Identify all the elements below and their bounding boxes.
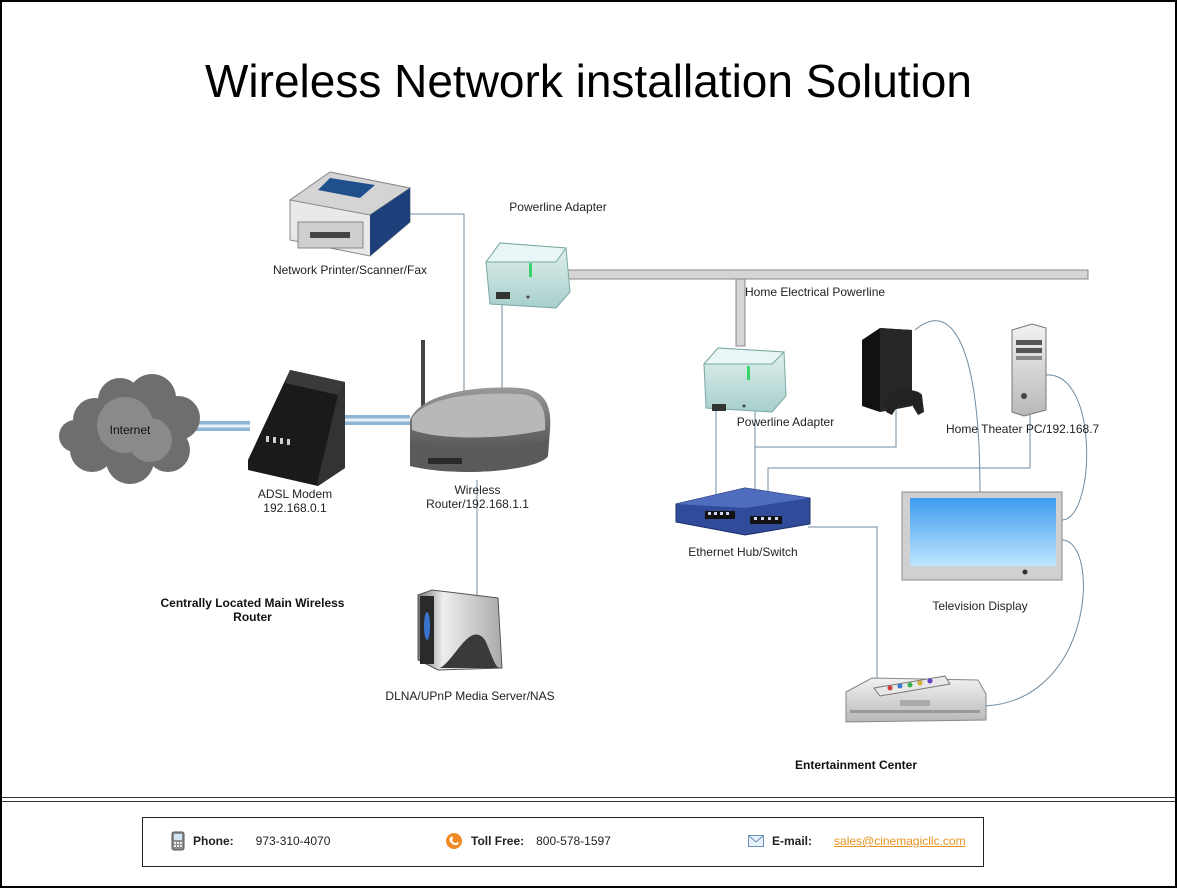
router-label: Wireless Router/192.168.1.1: [405, 483, 550, 511]
powerline: [559, 269, 1089, 347]
tollfree-value: 800-578-1597: [536, 834, 611, 848]
phone-label: Phone:: [193, 834, 234, 848]
phone-value: 973-310-4070: [255, 834, 331, 848]
modem-label-name: ADSL Modem: [257, 487, 333, 501]
powerline-adapter-mid-label: Powerline Adapter: [736, 415, 835, 429]
internet-label: Internet: [109, 423, 151, 437]
nas-server-icon: [417, 589, 503, 671]
diagram-title: Wireless Network installation Solution: [205, 55, 972, 107]
switch-label: Ethernet Hub/Switch: [688, 545, 798, 559]
entertainment-center-label: Entertainment Center: [794, 758, 918, 772]
htpc-label: Home Theater PC/192.168.7: [946, 422, 1100, 436]
wireless-router-icon: [410, 340, 551, 472]
printer-label: Network Printer/Scanner/Fax: [272, 263, 428, 277]
cables: [410, 213, 1088, 707]
footer-divider-secondary: [2, 801, 1175, 802]
htpc-switch-cable: [767, 415, 1031, 500]
telephone-icon: [446, 833, 462, 849]
switch-settop-cable: [808, 526, 878, 683]
central-router-note: Centrally Located Main Wireless Router: [140, 596, 365, 624]
ps3-switch-cable: [755, 405, 897, 448]
footer-divider: [2, 797, 1175, 798]
envelope-icon: [748, 835, 764, 847]
central-router-note-line2: Router: [233, 610, 272, 624]
central-router-note-line1: Centrally Located Main Wireless: [160, 596, 345, 610]
tv-label: Television Display: [932, 599, 1028, 613]
contact-box: Phone: 973-310-4070 Toll Free: 800-578-1…: [142, 817, 984, 867]
internet-cloud-icon: [59, 374, 200, 484]
modem-label-ip: 192.168.0.1: [263, 501, 327, 515]
powerline-adapter-top-icon: [485, 242, 571, 309]
htpc-tv-cable: [1044, 374, 1088, 521]
tollfree-item: Toll Free: 800-578-1597: [445, 831, 611, 851]
mobile-phone-icon: [171, 831, 185, 851]
network-diagram: [59, 171, 1089, 723]
remote-control-icon: [873, 675, 951, 697]
game-console-icon: [862, 328, 924, 415]
home-powerline-label: Home Electrical Powerline: [745, 285, 886, 299]
nas-label: DLNA/UPnP Media Server/NAS: [385, 689, 555, 703]
adsl-modem-icon: [248, 370, 345, 486]
wan-pipes: [195, 415, 410, 431]
ethernet-switch-icon: [675, 487, 811, 536]
printer-icon: [288, 171, 412, 257]
htpc-tower-icon: [1011, 323, 1047, 417]
tv-settop-cable: [984, 539, 1084, 707]
router-label-line2: Router/192.168.1.1: [426, 497, 529, 511]
phone-item: Phone: 973-310-4070: [171, 831, 330, 851]
ps3-tv-cable: [914, 320, 981, 493]
email-item: E-mail: sales@cinemagicllc.com: [748, 831, 966, 851]
powerline-adapter-top-label: Powerline Adapter: [509, 200, 607, 214]
email-link[interactable]: sales@cinemagicllc.com: [834, 834, 966, 848]
modem-label: ADSL Modem 192.168.0.1: [230, 487, 360, 515]
router-label-line1: Wireless: [454, 483, 501, 497]
printer-router-cable: [410, 213, 465, 395]
powerline-adapter-mid-icon: [702, 347, 787, 413]
email-label: E-mail:: [772, 834, 813, 848]
television-icon: [901, 491, 1063, 581]
tollfree-label: Toll Free:: [471, 834, 525, 848]
